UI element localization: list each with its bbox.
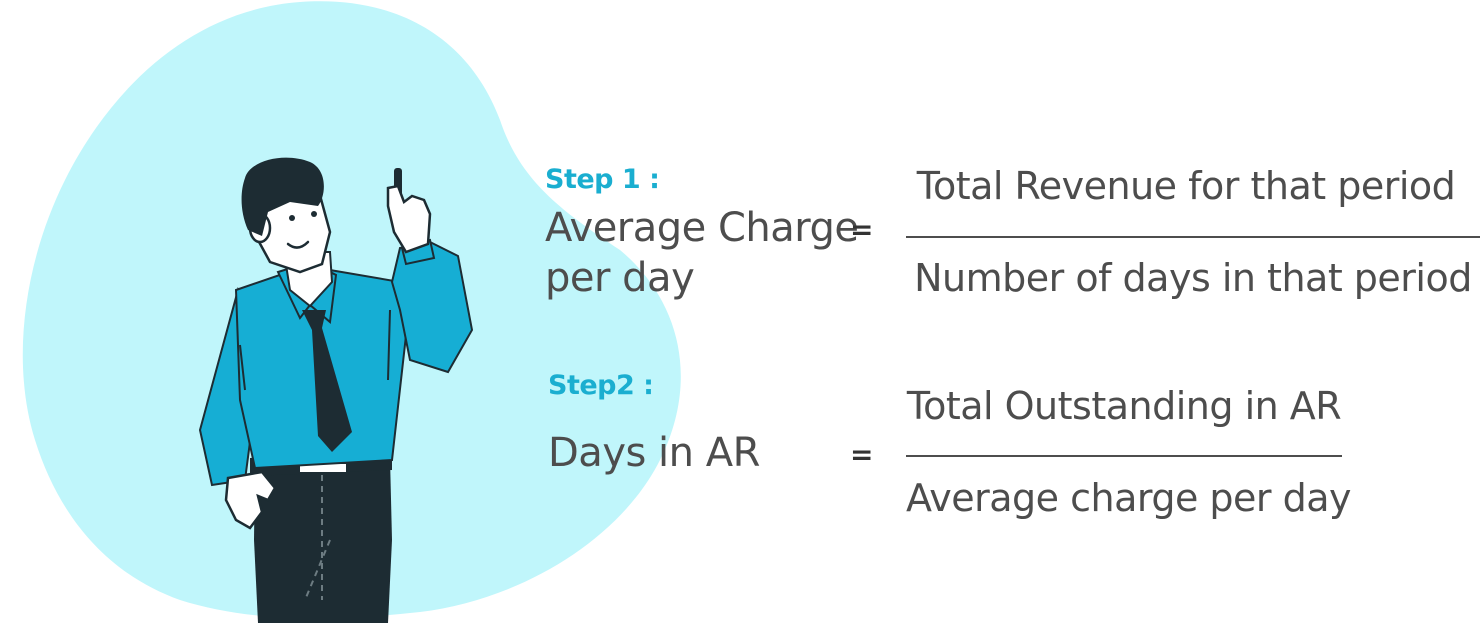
step1-equals: = [850,213,874,246]
step2-lhs: Days in AR [548,430,760,476]
step2-denominator: Average charge per day [906,476,1352,520]
step2-equals: = [850,438,874,471]
tie [302,310,352,452]
step1-fraction-bar [906,236,1480,238]
pants [254,458,392,623]
left-hand [224,470,277,530]
step2-label: Step2 : [548,370,654,401]
step1-numerator: Total Revenue for that period [916,164,1456,208]
step2-fraction-bar [906,455,1342,457]
step1-label: Step 1 : [545,164,660,195]
step1-denominator: Number of days in that period [914,256,1472,300]
step1-lhs-line2: per day [545,255,695,301]
right-hand [386,184,432,254]
step2-numerator: Total Outstanding in AR [906,384,1342,428]
businessman-illustration [22,1,681,623]
step1-lhs: Average Charge per day [545,203,859,303]
man-figure [198,157,474,623]
step1-lhs-line1: Average Charge [545,205,859,251]
hair [241,157,324,236]
